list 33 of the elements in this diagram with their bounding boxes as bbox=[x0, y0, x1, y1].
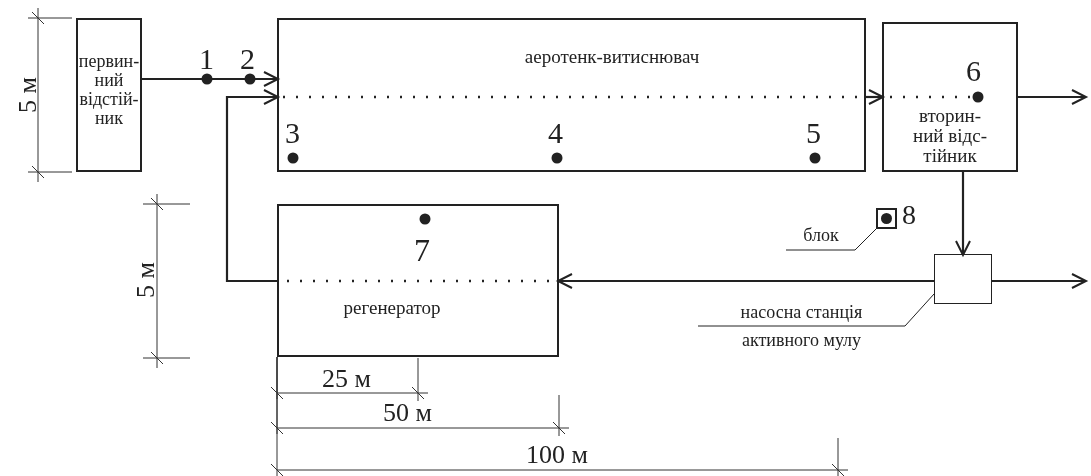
pump-box bbox=[934, 254, 992, 304]
arrow bbox=[225, 89, 279, 283]
dimension-label: 25 м bbox=[322, 366, 371, 392]
annotation-text: блок bbox=[802, 226, 840, 245]
tank-box bbox=[882, 22, 1018, 172]
point-number: 1 bbox=[199, 44, 214, 74]
node-label: вторин- ний відс- тійник bbox=[912, 106, 988, 166]
arrow bbox=[557, 273, 934, 289]
point-number: 6 bbox=[966, 56, 981, 86]
point-number: 3 bbox=[285, 118, 300, 148]
leader-line bbox=[697, 293, 935, 327]
point-number: 5 bbox=[806, 118, 821, 148]
arrow bbox=[142, 71, 279, 87]
callout-number: 8 bbox=[902, 201, 916, 229]
leader-line bbox=[785, 228, 877, 251]
node-label: аеротенк-витиснювач bbox=[523, 47, 701, 67]
arrow bbox=[955, 172, 971, 256]
tank-box bbox=[76, 18, 142, 172]
dimension-label: 5 м bbox=[133, 262, 159, 298]
dimension-label: 50 м bbox=[383, 400, 432, 426]
annotation-text: насосна станція активного мулу bbox=[739, 301, 864, 352]
dimension-label: 5 м bbox=[15, 77, 41, 113]
arrow bbox=[1018, 89, 1087, 105]
point-number: 2 bbox=[240, 44, 255, 74]
dimension-label: 100 м bbox=[526, 442, 588, 468]
point-number: 7 bbox=[414, 234, 430, 266]
tank-box bbox=[277, 204, 559, 357]
arrow bbox=[992, 273, 1087, 289]
point-number: 4 bbox=[548, 118, 563, 148]
node-label: первин- ний відстій- ник bbox=[77, 52, 141, 128]
node-label: регенератор bbox=[342, 298, 442, 318]
tank-box bbox=[277, 18, 866, 172]
arrow bbox=[866, 89, 884, 105]
